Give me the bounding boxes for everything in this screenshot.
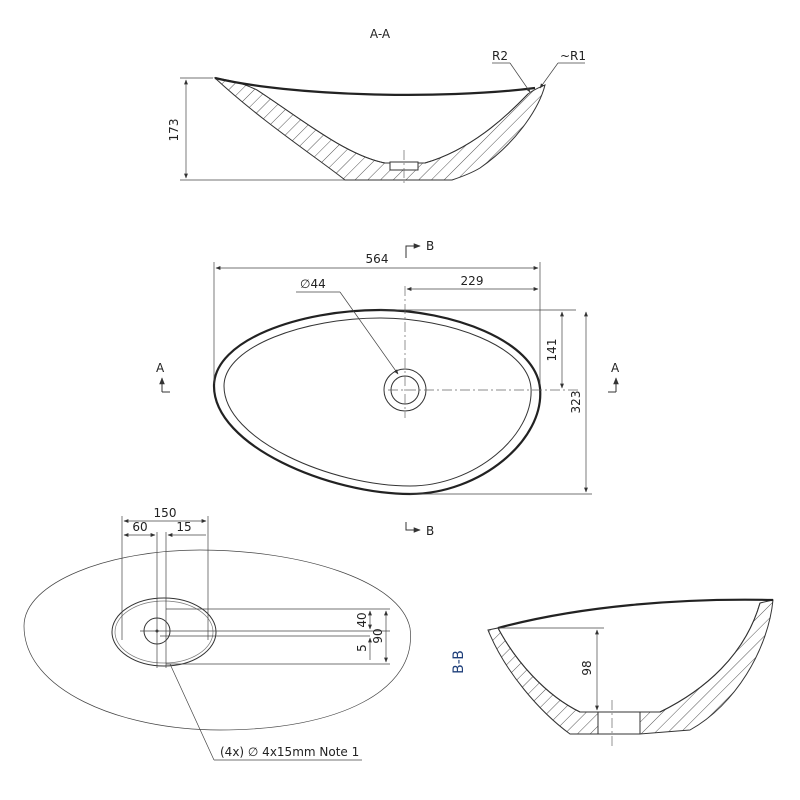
section-aa-title: A-A [370,27,391,41]
section-aa-inner [256,89,529,164]
hole-note-leader [169,663,215,761]
dim-150-label: 150 [154,506,177,520]
hole-note-label: (4x) ∅ 4x15mm Note 1 [220,745,359,759]
section-b-marker-bottom [405,522,421,533]
dim-564-label: 564 [366,252,389,266]
bottom-outer-outline [23,549,411,731]
dim-173-label: 173 [167,119,181,142]
radius-r2-label: R2 [492,49,508,63]
dim-5-label: 5 [355,644,369,652]
dim-15-label: 15 [176,520,191,534]
dim-40-label: 40 [355,612,369,627]
radius-r1-leader [539,62,559,89]
section-b-label-top: B [426,239,434,253]
section-aa-view: A-A 173 R2 ~R1 [167,27,586,185]
dim-229-label: 229 [461,274,484,288]
dim-98-label: 98 [580,660,594,675]
dim-141-label: 141 [545,339,559,362]
section-bb-right-wall [639,599,774,735]
section-bb-drain [597,711,641,735]
top-inner-outline [223,317,532,487]
section-aa-rim [214,76,536,96]
dim-60-label: 60 [132,520,147,534]
top-view: B B A A 564 229 ∅44 141 [156,239,620,538]
section-bb-title: B-B [451,650,467,674]
section-bb-rim [497,598,774,630]
dim-323-label: 323 [569,391,583,414]
radius-r1-label: ~R1 [560,49,586,63]
dim-44-label: ∅44 [300,277,326,291]
section-aa-wall [213,77,546,181]
section-a-label-right: A [611,361,620,375]
dim-44-leader [339,291,399,375]
bottom-foot-outline [111,597,217,667]
radius-r2-leader [509,62,531,93]
section-a-label-left: A [156,361,165,375]
dim-90-label: 90 [371,628,385,643]
top-outer-outline [212,308,542,496]
bottom-foot-inner [114,600,214,664]
bottom-view: 150 60 15 40 5 90 (4x) ∅ 4x15mm Note 1 [23,506,411,761]
section-bb-inner [497,602,761,713]
section-b-marker-top [405,243,421,258]
section-bb-view: B-B 98 [451,598,774,748]
section-b-label-bottom: B [426,524,434,538]
section-bb-left-wall [487,627,599,735]
